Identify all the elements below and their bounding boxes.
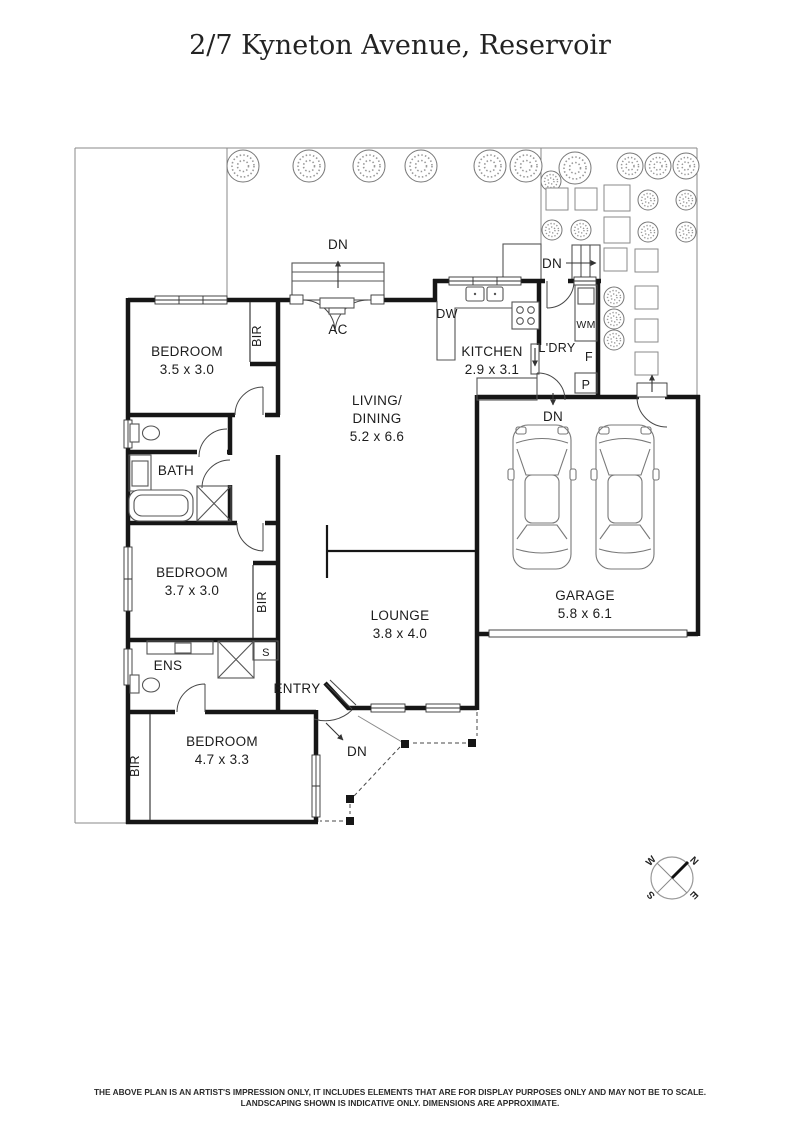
label-living-2: DINING [352, 411, 401, 426]
ens-toilet-icon [129, 674, 140, 694]
label-lounge-dims: 3.8 x 4.0 [373, 626, 428, 641]
label-ens: ENS [154, 658, 183, 673]
pantry-cupboard [574, 372, 598, 394]
cars [507, 424, 660, 570]
label-bir2: BIR [255, 591, 269, 613]
bath-door [201, 459, 231, 489]
kitchen-fittings [436, 286, 540, 375]
bedroom2-door [236, 522, 264, 552]
toilet-icon [129, 423, 140, 443]
label-garage: GARAGE [555, 588, 615, 603]
ens-door [176, 683, 206, 713]
stair-arrows [325, 260, 655, 741]
ens-vanity-icon [146, 640, 214, 655]
garden-pavers [545, 184, 659, 376]
laundry-external-door [546, 280, 575, 309]
label-dn-garage: DN [543, 409, 563, 424]
bathroom-fittings [128, 423, 232, 522]
compass-s: S [645, 888, 658, 901]
label-kitchen-dims: 2.9 x 3.1 [465, 362, 520, 377]
compass-icon: N W S E [644, 854, 700, 901]
garden-trees [226, 149, 700, 351]
porch-edge [357, 715, 403, 743]
label-bath: BATH [158, 463, 194, 478]
ensuite-fittings [129, 640, 279, 694]
label-garage-dims: 5.8 x 6.1 [558, 606, 613, 621]
label-ac: AC [328, 322, 347, 337]
wc-door [198, 428, 228, 458]
label-living-1: LIVING/ [352, 393, 402, 408]
label-entry: ENTRY [273, 681, 320, 696]
label-dn-laundry: DN [542, 256, 562, 271]
stove-icon [511, 301, 540, 330]
car-icon [507, 424, 577, 570]
label-bedroom2-dims: 3.7 x 3.0 [165, 583, 220, 598]
compass-w: W [644, 854, 659, 869]
label-bedroom3-dims: 4.7 x 3.3 [195, 752, 250, 767]
windows [123, 276, 688, 818]
label-laundry: L'DRY [538, 341, 575, 355]
label-living-dims: 5.2 x 6.6 [350, 429, 405, 444]
label-bedroom3: BEDROOM [186, 734, 258, 749]
label-bedroom1: BEDROOM [151, 344, 223, 359]
bedroom1-door [234, 386, 264, 416]
label-lounge: LOUNGE [371, 608, 430, 623]
entry-door-leaf [325, 679, 357, 710]
label-wm: WM [576, 319, 595, 331]
ac-unit-icon [319, 297, 355, 315]
label-dn-deck: DN [328, 237, 348, 252]
label-storage: S [262, 647, 270, 659]
label-dw: DW [436, 307, 457, 321]
garage-door [488, 629, 688, 638]
property-boundary [74, 147, 698, 824]
label-bedroom2: BEDROOM [156, 565, 228, 580]
label-pantry: P [582, 378, 591, 392]
car-icon [590, 424, 660, 570]
disclaimer-line2: LANDSCAPING SHOWN IS INDICATIVE ONLY. DI… [241, 1098, 560, 1108]
page-title: 2/7 Kyneton Avenue, Reservoir [189, 30, 611, 61]
step-landing [476, 377, 538, 401]
label-fridge: F [585, 350, 593, 364]
half-wall [325, 525, 477, 578]
disclaimer-line1: THE ABOVE PLAN IS AN ARTIST'S IMPRESSION… [94, 1087, 706, 1097]
label-bir3: BIR [128, 755, 142, 777]
laundry-fittings [574, 284, 598, 394]
slider-door [530, 343, 540, 375]
shower-icon [196, 485, 232, 522]
entry-door [313, 709, 353, 722]
label-kitchen: KITCHEN [461, 344, 522, 359]
porch-outline [320, 712, 478, 825]
robe-partitions [149, 302, 254, 820]
storage-cupboard [252, 640, 279, 661]
label-dn-entry: DN [347, 744, 367, 759]
label-bir1: BIR [250, 325, 264, 347]
dn-entry-arrow [325, 722, 344, 741]
label-bedroom1-dims: 3.5 x 3.0 [160, 362, 215, 377]
bathtub-icon [128, 489, 194, 522]
garage-rear-door [636, 396, 668, 428]
washing-machine-icon [574, 284, 598, 342]
